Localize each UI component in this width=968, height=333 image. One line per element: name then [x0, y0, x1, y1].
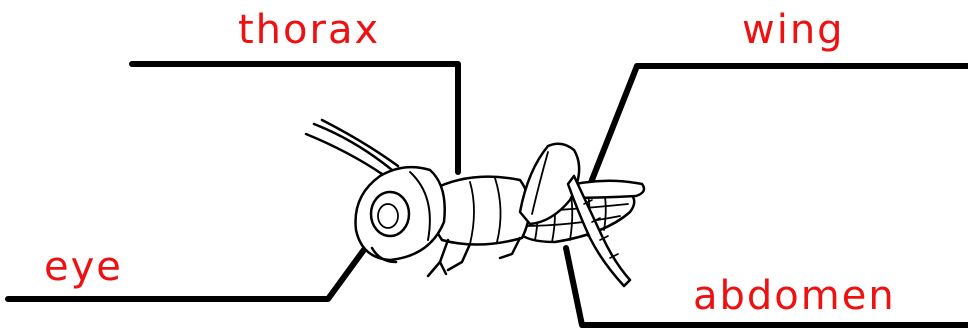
- cricket-illustration: [304, 118, 646, 288]
- rear-lower-leg: [498, 236, 522, 260]
- wing-label: wing: [742, 7, 845, 53]
- antenna-3: [320, 118, 400, 168]
- middle-leg: [446, 242, 472, 272]
- abdomen-leader-line: [563, 245, 968, 328]
- thorax-leader-line: [129, 61, 461, 175]
- eye-label: eye: [44, 244, 123, 290]
- eye: [369, 190, 411, 238]
- antenna-1: [312, 122, 394, 172]
- front-leg: [426, 238, 450, 278]
- mouthparts: [370, 246, 398, 264]
- wing-leader-line: [585, 63, 968, 193]
- abdomen-label: abdomen: [693, 273, 896, 319]
- antenna-2: [304, 132, 387, 178]
- thorax-label: thorax: [238, 7, 381, 53]
